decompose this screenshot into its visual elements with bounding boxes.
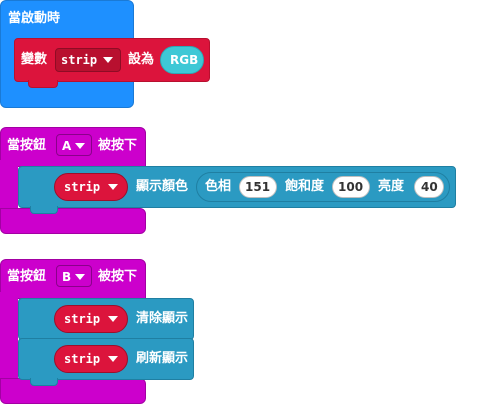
on-button-label: 當按鈕 [7, 269, 47, 284]
hue-input[interactable] [239, 176, 277, 198]
button-select-dropdown[interactable] [56, 265, 92, 287]
on-button-a-footer [0, 208, 146, 234]
on-button-label: 當按鈕 [7, 138, 47, 153]
on-start-label: 當啟動時 [8, 11, 61, 26]
show-color-notch [30, 206, 58, 214]
to-label: 設為 [128, 52, 155, 67]
strip-variable-name: strip [64, 352, 101, 366]
show-block-notch [30, 378, 58, 386]
caret-down-icon [108, 316, 118, 322]
luminosity-value: 40 [421, 180, 438, 194]
pressed-label: 被按下 [98, 138, 138, 153]
saturation-input[interactable] [332, 176, 370, 198]
caret-down-icon [108, 184, 118, 190]
on-button-a-arm [0, 160, 18, 220]
strip-variable-name: strip [64, 312, 101, 326]
variable-name: strip [61, 53, 98, 67]
saturation-label: 飽和度 [285, 179, 325, 194]
clear-label: 清除顯示 [136, 311, 189, 326]
luminosity-label: 亮度 [378, 179, 405, 194]
show-color-label: 顯示顏色 [136, 179, 189, 194]
show-label: 刷新顯示 [136, 351, 189, 366]
button-select-dropdown[interactable] [56, 134, 92, 156]
caret-down-icon [108, 356, 118, 362]
hue-label: 色相 [205, 179, 232, 194]
button-letter: A [62, 139, 72, 153]
saturation-value: 100 [338, 180, 364, 194]
value-text: RGB [170, 53, 199, 67]
on-button-b-footer [0, 378, 146, 404]
luminosity-input[interactable] [414, 176, 444, 198]
value-pill[interactable] [160, 46, 204, 74]
on-button-b-arm [0, 292, 18, 388]
button-letter: B [62, 270, 72, 284]
caret-down-icon [75, 274, 85, 280]
strip-variable-name: strip [64, 180, 101, 194]
hue-value: 151 [245, 180, 271, 194]
strip-variable-pill[interactable] [54, 305, 128, 333]
caret-down-icon [75, 143, 85, 149]
set-label: 變數 [21, 52, 48, 67]
caret-down-icon [103, 57, 113, 63]
pressed-label: 被按下 [98, 269, 138, 284]
set-block-notch [28, 80, 58, 88]
hsl-reporter[interactable] [196, 172, 450, 202]
